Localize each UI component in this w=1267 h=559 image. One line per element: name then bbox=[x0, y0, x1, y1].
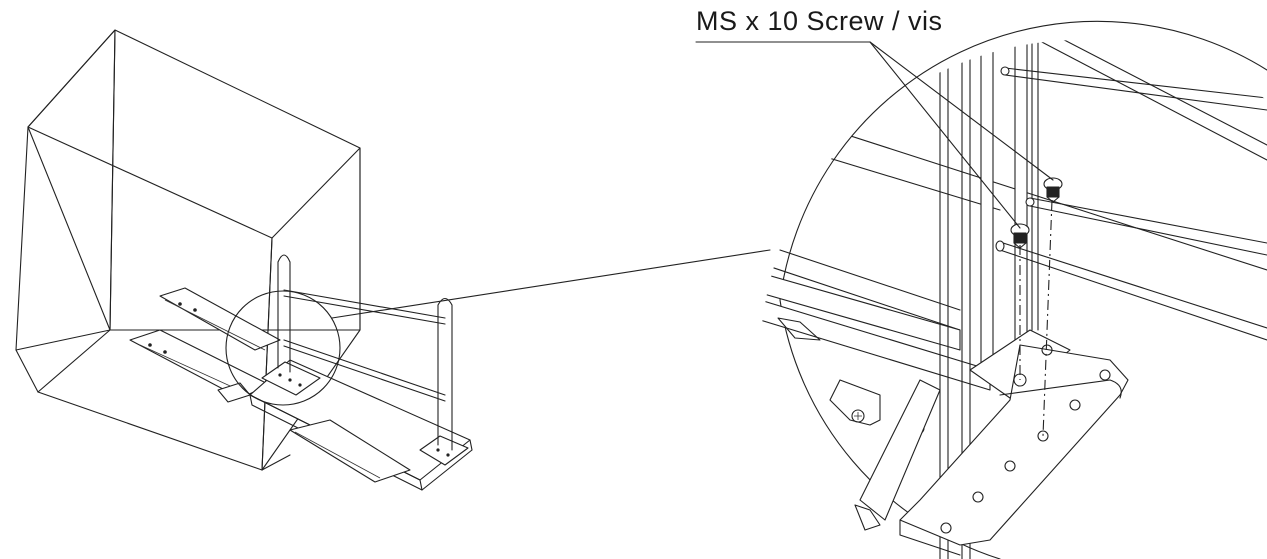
screw-icon bbox=[1010, 223, 1030, 249]
cabinet-outline bbox=[15, 29, 361, 471]
detail-circle-small bbox=[225, 290, 341, 406]
callout-leader-1 bbox=[869, 41, 1021, 229]
detail-content bbox=[760, 40, 1267, 559]
screw-callout-label: MS x 10 Screw / vis bbox=[696, 6, 943, 36]
detail-leader-line bbox=[331, 249, 771, 319]
pullout-basket bbox=[129, 254, 473, 491]
callout-leader-2 bbox=[869, 41, 1054, 181]
screw-icon bbox=[1043, 177, 1063, 203]
plate-holes bbox=[940, 344, 1111, 534]
